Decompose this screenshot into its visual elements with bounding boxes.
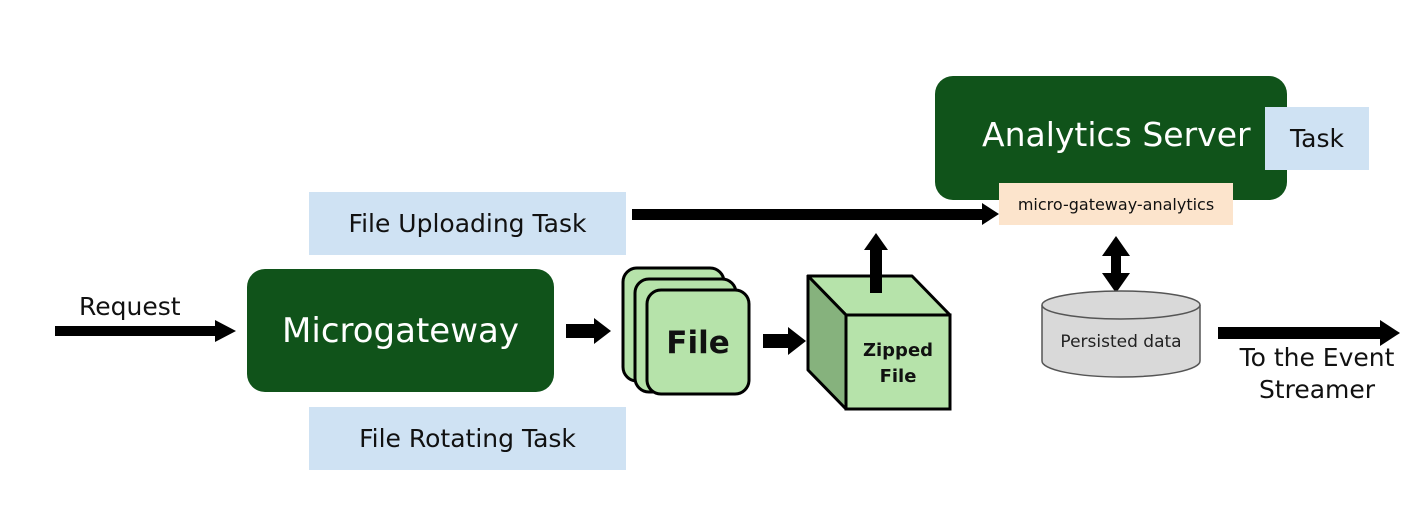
zipped-file-label-line2: File xyxy=(880,366,917,387)
analytics-app-box: micro-gateway-analytics xyxy=(999,183,1233,225)
microgateway-box: Microgateway xyxy=(247,269,554,392)
file-stack xyxy=(621,266,751,396)
event-streamer-label-line2: Streamer xyxy=(1258,375,1376,404)
task-badge: Task xyxy=(1265,107,1369,170)
microgateway-label: Microgateway xyxy=(282,310,519,351)
upload-arrow xyxy=(632,203,999,225)
zipped-up-arrow xyxy=(864,233,888,293)
analytics-app-label: micro-gateway-analytics xyxy=(1017,194,1215,214)
analytics-server-box: Analytics Server xyxy=(935,76,1287,200)
file-label: File xyxy=(666,325,729,361)
file-uploading-task-box: File Uploading Task xyxy=(309,192,626,255)
request-arrow xyxy=(55,320,236,342)
analytics-server-label: Analytics Server xyxy=(982,114,1251,154)
task-badge-label: Task xyxy=(1290,124,1344,153)
event-streamer-label-line1: To the Event xyxy=(1239,343,1395,372)
persisted-data-cylinder xyxy=(1041,290,1201,378)
file-to-zipped-arrow xyxy=(763,327,806,355)
file-uploading-task-label: File Uploading Task xyxy=(348,209,587,238)
request-label: Request xyxy=(79,292,181,321)
zipped-file-label-line1: Zipped xyxy=(863,340,933,361)
event-streamer-label: To the Event Streamer xyxy=(1222,342,1412,406)
bidirectional-arrow xyxy=(1102,236,1130,293)
file-rotating-task-box: File Rotating Task xyxy=(309,407,626,470)
event-streamer-arrow xyxy=(1218,320,1400,346)
microgateway-to-file-arrow xyxy=(566,318,611,344)
file-rotating-task-label: File Rotating Task xyxy=(359,424,576,453)
zipped-file-cube xyxy=(806,274,952,411)
persisted-data-label: Persisted data xyxy=(1060,332,1181,352)
